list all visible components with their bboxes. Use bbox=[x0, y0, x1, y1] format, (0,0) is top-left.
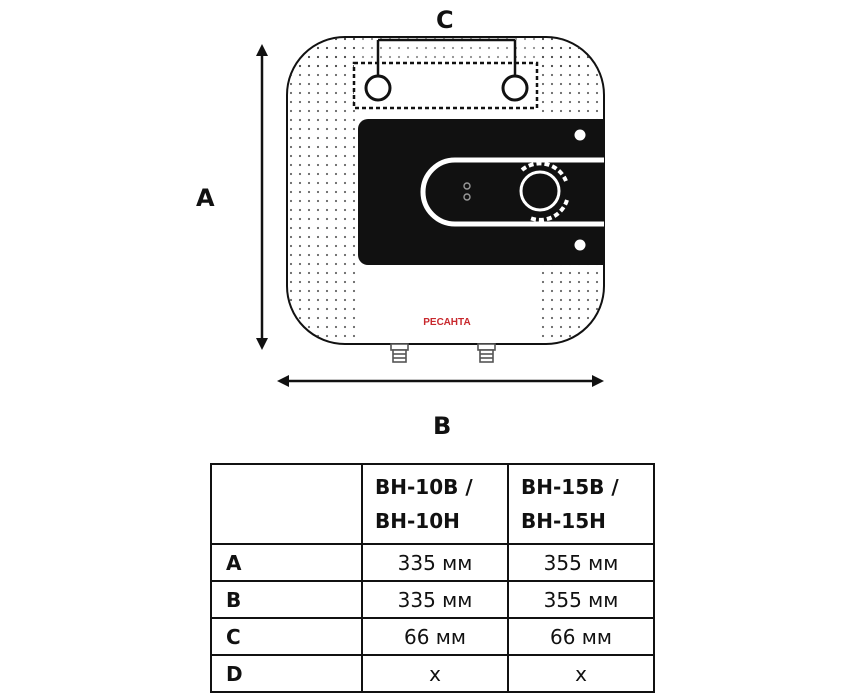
table-corner-cell bbox=[210, 463, 363, 545]
table-row: D x x bbox=[210, 654, 655, 693]
mount-hole-right bbox=[501, 74, 529, 102]
label-a: A bbox=[196, 184, 215, 212]
table-cell: 335 мм bbox=[361, 580, 509, 619]
control-panel bbox=[358, 119, 604, 265]
power-light-icon bbox=[463, 182, 471, 190]
dimensions-table: BH-10B / BH-10H BH-15B / BH-15H A 335 мм… bbox=[210, 463, 655, 693]
pipe-fitting-right bbox=[477, 343, 496, 363]
mounting-bracket bbox=[352, 61, 539, 110]
row-label: B bbox=[210, 580, 363, 619]
row-label: C bbox=[210, 617, 363, 656]
column-header-bh15: BH-15B / BH-15H bbox=[507, 463, 655, 545]
indicator-dot-bottom bbox=[574, 239, 586, 251]
table-cell: 355 мм bbox=[507, 543, 655, 582]
thermostat-knob-icon bbox=[519, 161, 569, 222]
brand-logo: РЕСАНТА bbox=[423, 317, 470, 328]
row-label: D bbox=[210, 654, 363, 693]
row-label: A bbox=[210, 543, 363, 582]
heat-light-icon bbox=[463, 193, 471, 201]
table-cell: 355 мм bbox=[507, 580, 655, 619]
dimension-arrow-a bbox=[256, 44, 268, 350]
label-c: C bbox=[436, 6, 454, 34]
table-cell: 66 мм bbox=[507, 617, 655, 656]
table-row: B 335 мм 355 мм bbox=[210, 580, 655, 619]
table-row: C 66 мм 66 мм bbox=[210, 617, 655, 656]
dimension-arrow-c bbox=[376, 38, 517, 76]
table-cell: x bbox=[507, 654, 655, 693]
table-row: A 335 мм 355 мм bbox=[210, 543, 655, 582]
table-header-row: BH-10B / BH-10H BH-15B / BH-15H bbox=[210, 463, 655, 545]
table-cell: x bbox=[361, 654, 509, 693]
table-cell: 335 мм bbox=[361, 543, 509, 582]
dimension-arrow-b bbox=[277, 375, 604, 387]
table-cell: 66 мм bbox=[361, 617, 509, 656]
water-heater-diagram: РЕСАНТА bbox=[256, 36, 605, 387]
label-b: B bbox=[433, 412, 452, 440]
mount-hole-left bbox=[364, 74, 392, 102]
column-header-bh10: BH-10B / BH-10H bbox=[361, 463, 509, 545]
pipe-fitting-left bbox=[390, 343, 409, 363]
indicator-dot-top bbox=[574, 129, 586, 141]
